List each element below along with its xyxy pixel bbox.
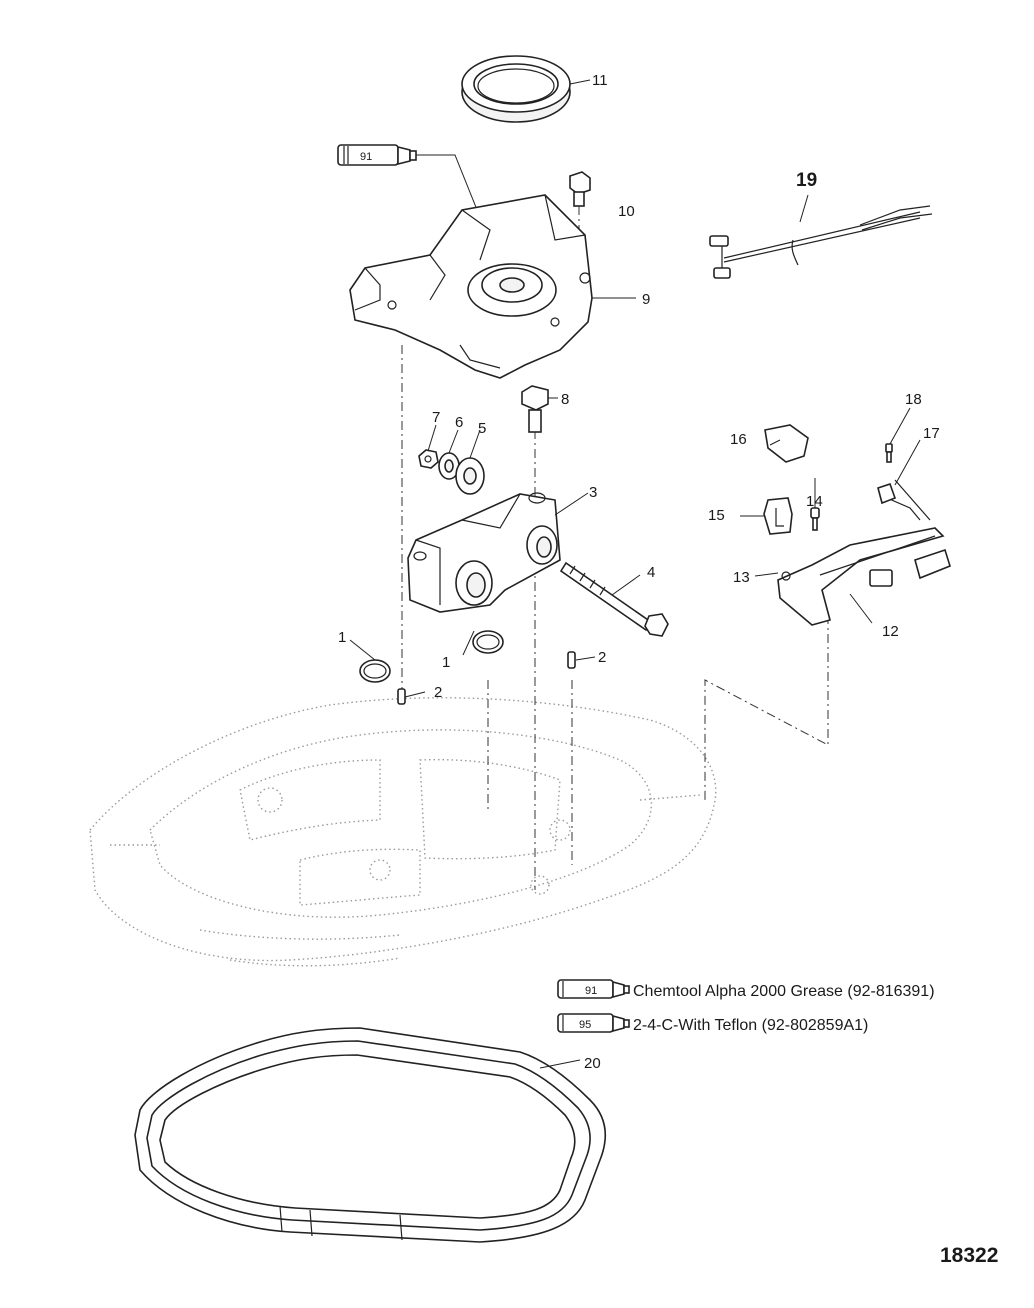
callout-9: 9 (642, 291, 650, 308)
switch-bracket-assembly (763, 424, 951, 626)
callout-15: 15 (708, 507, 725, 524)
callout-8: 8 (561, 391, 569, 408)
long-bolt (559, 561, 669, 637)
shoulder-bolt (521, 385, 549, 433)
bearing-housing (349, 194, 593, 379)
leader-lines (349, 79, 921, 1069)
callout-5: 5 (478, 420, 486, 437)
bracket-block (407, 492, 561, 613)
callout-12: 12 (882, 623, 899, 640)
callout-6: 6 (455, 414, 463, 431)
legend-tube-code-95: 95 (579, 1019, 591, 1031)
washers-and-nut (418, 449, 485, 495)
callout-17: 17 (923, 425, 940, 442)
callout-3: 3 (589, 484, 597, 501)
o-rings (359, 630, 504, 683)
callout-16: 16 (730, 431, 747, 448)
legend-tube-code-91: 91 (585, 985, 597, 997)
legend-item-91: Chemtool Alpha 2000 Grease (92-816391) (633, 983, 935, 1000)
centerlines (401, 345, 829, 890)
callout-7: 7 (432, 409, 440, 426)
legend-tube-91: 91 (557, 979, 630, 999)
callout-1a: 1 (338, 629, 346, 646)
callout-10: 10 (618, 203, 635, 220)
grease-tube-top: 91 (337, 144, 513, 298)
callout-19: 19 (796, 170, 817, 191)
tube-code-top: 91 (360, 151, 372, 163)
callout-1b: 1 (442, 654, 450, 671)
callout-14: 14 (806, 493, 823, 510)
callout-11: 11 (592, 72, 608, 89)
callout-2b: 2 (598, 649, 606, 666)
callout-13: 13 (733, 569, 750, 586)
dowel-pins (397, 651, 576, 705)
legend-tube-95: 95 (557, 1013, 630, 1033)
figure-number: 18322 (940, 1244, 998, 1267)
legend-item-95: 2-4-C-With Teflon (92-802859A1) (633, 1017, 868, 1034)
oil-seal-ring (461, 55, 571, 123)
gasket (134, 1027, 606, 1243)
callout-4: 4 (647, 564, 655, 581)
callout-18: 18 (905, 391, 922, 408)
wiring-harness (709, 205, 933, 279)
phantom-mounting-plate (89, 697, 717, 967)
callout-numbers: 11 10 9 19 8 7 6 5 3 4 1 1 2 2 16 14 15 … (338, 72, 940, 1072)
legend: Chemtool Alpha 2000 Grease (92-816391) 2… (633, 983, 935, 1034)
callout-20: 20 (584, 1055, 601, 1072)
callout-2a: 2 (434, 684, 442, 701)
